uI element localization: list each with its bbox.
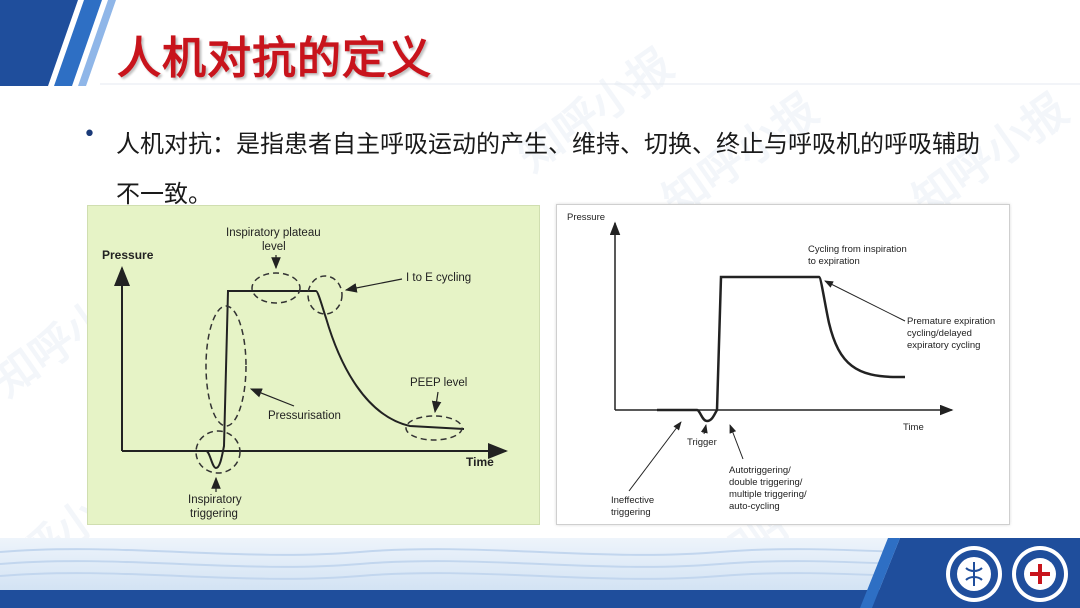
label-autotriggering-line2: double triggering/ bbox=[729, 477, 803, 488]
label-triggering-line2: triggering bbox=[190, 508, 238, 520]
label-autotriggering-line4: auto-cycling bbox=[729, 501, 780, 512]
university-emblem-left bbox=[946, 546, 1002, 602]
ellipse-plateau bbox=[251, 272, 301, 304]
ellipse-cycling bbox=[307, 275, 343, 315]
definition-text: 人机对抗：是指患者自主呼吸运动的产生、维持、切换、终止与呼吸机的呼吸辅助不一致。 bbox=[116, 130, 980, 208]
label-autotriggering-line3: multiple triggering/ bbox=[729, 489, 807, 500]
right-x-axis-label: Time bbox=[903, 422, 924, 433]
ellipse-peep bbox=[405, 415, 463, 441]
header-decoration bbox=[0, 0, 1080, 86]
label-triggering-line1: Inspiratory bbox=[188, 494, 242, 506]
label-pressurisation: Pressurisation bbox=[268, 410, 341, 422]
left-diagram-svg: Pressure Time Inspiratory plateau level … bbox=[102, 227, 508, 520]
ellipse-pressurisation bbox=[205, 305, 247, 427]
slide-title: 人机对抗的定义 bbox=[117, 33, 432, 84]
label-cycling: I to E cycling bbox=[406, 272, 471, 284]
left-pressure-waveform bbox=[122, 290, 465, 470]
right-pressure-waveform bbox=[657, 275, 905, 423]
label-cycling-line2: to expiration bbox=[808, 256, 860, 267]
label-plateau-line1: Inspiratory plateau bbox=[226, 227, 321, 239]
label-peep: PEEP level bbox=[410, 377, 467, 389]
label-cycling-line1: Cycling from inspiration bbox=[808, 244, 907, 255]
ellipse-triggering bbox=[195, 430, 241, 474]
right-diagram-svg: Pressure Time Cycling from inspiration t… bbox=[567, 212, 995, 518]
label-trigger: Trigger bbox=[687, 437, 717, 448]
label-ineffective-line2: triggering bbox=[611, 507, 651, 518]
label-premature-line1: Premature expiration bbox=[907, 316, 995, 327]
bullet-marker: • bbox=[83, 122, 96, 147]
label-ineffective-line1: Ineffective bbox=[611, 495, 654, 506]
footer-decoration bbox=[0, 538, 1080, 608]
label-autotriggering-line1: Autotriggering/ bbox=[729, 465, 791, 476]
left-y-axis-label: Pressure bbox=[102, 248, 154, 262]
right-y-axis-label: Pressure bbox=[567, 212, 605, 223]
hospital-emblem-right bbox=[1012, 546, 1068, 602]
pressure-time-diagram-right: Pressure Time Cycling from inspiration t… bbox=[556, 204, 1010, 525]
label-plateau-line2: level bbox=[262, 241, 286, 253]
label-premature-line3: expiratory cycling bbox=[907, 340, 980, 351]
pressure-time-diagram-left: Pressure Time Inspiratory plateau level … bbox=[87, 205, 540, 525]
left-x-axis-label: Time bbox=[466, 455, 494, 469]
label-premature-line2: cycling/delayed bbox=[907, 328, 972, 339]
